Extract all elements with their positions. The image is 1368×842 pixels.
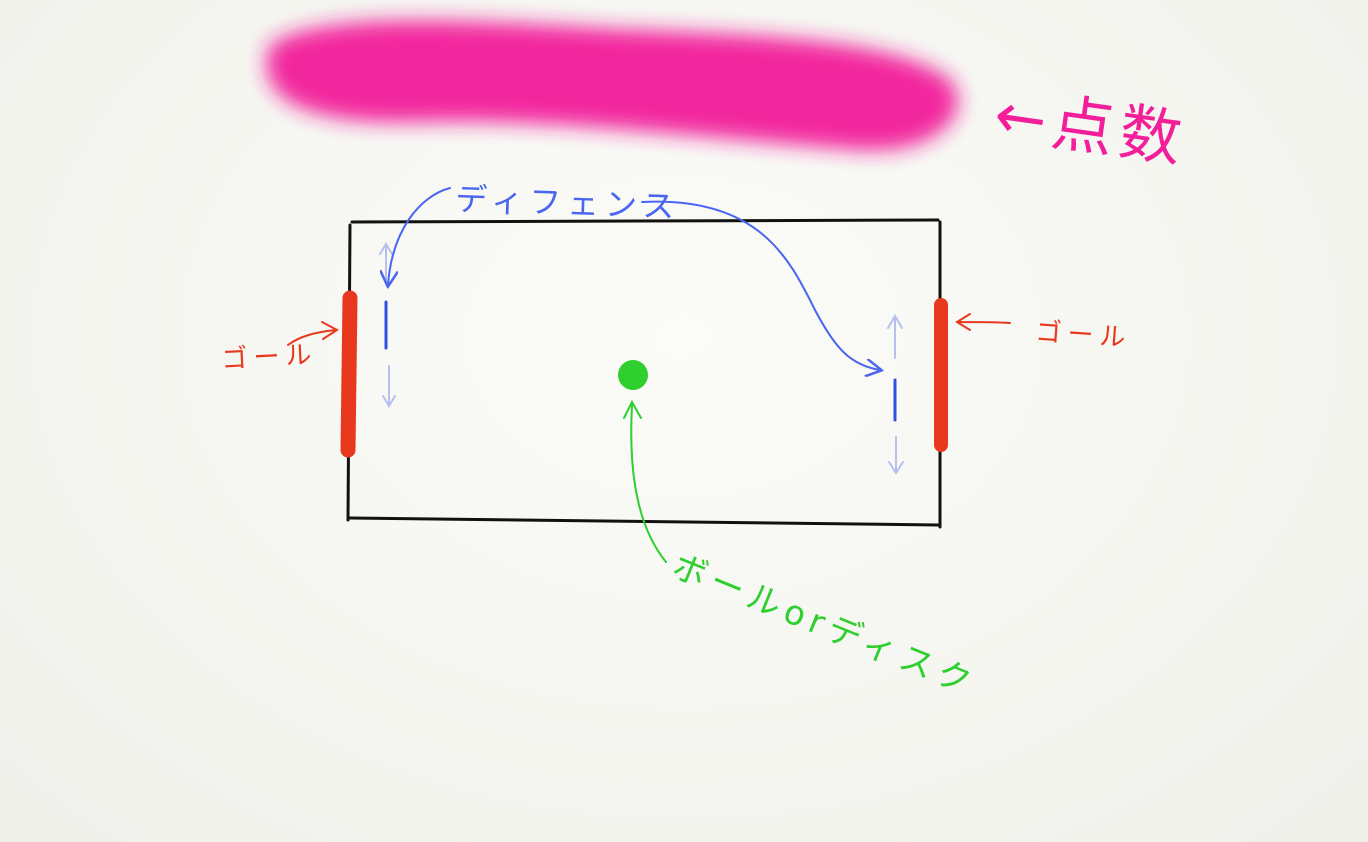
- left-paddle-move-down-icon: [382, 365, 396, 408]
- score-area: [266, 20, 958, 151]
- left-goal: [340, 290, 358, 458]
- score-label: ←点数: [990, 78, 1192, 177]
- goal-arrow-left: [287, 321, 339, 346]
- ball-arrow: [623, 399, 667, 563]
- defense-label: ディフェンス: [455, 180, 681, 226]
- goal-label-left: ゴール: [221, 340, 318, 375]
- defense-arrow-right: [641, 200, 880, 370]
- ball: [618, 360, 648, 390]
- goal-arrow-right: [955, 313, 1011, 331]
- right-paddle-move-up-icon: [887, 314, 903, 359]
- ball-label: ボールorディスク: [667, 546, 983, 705]
- right-paddle-move-down-icon: [888, 436, 904, 475]
- goal-label-right: ゴール: [1035, 317, 1133, 354]
- defense-arrow-left: [388, 187, 451, 285]
